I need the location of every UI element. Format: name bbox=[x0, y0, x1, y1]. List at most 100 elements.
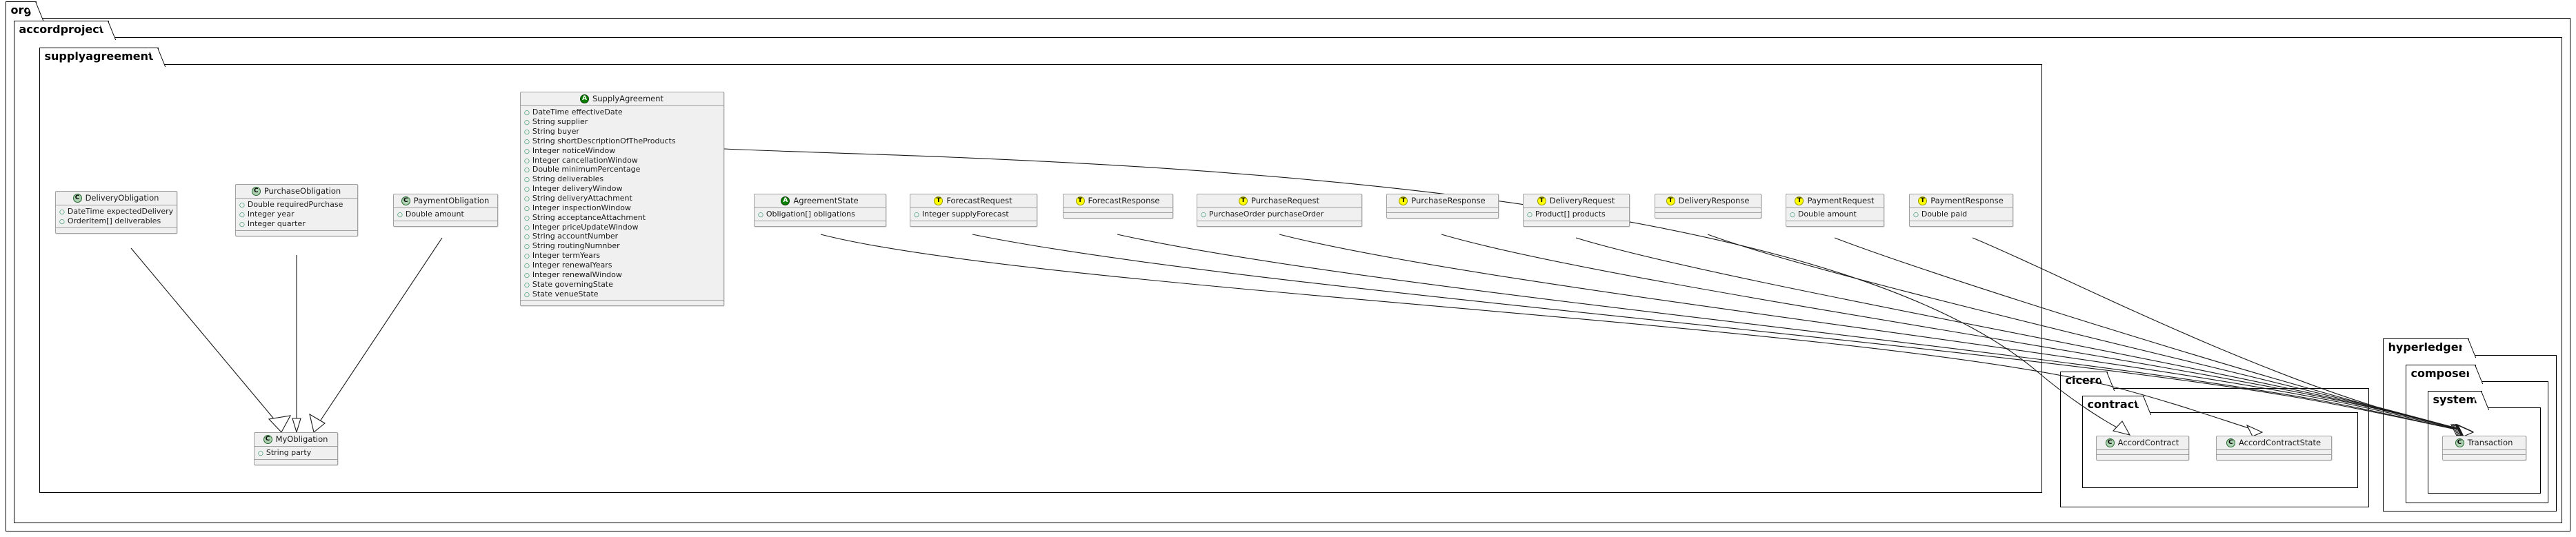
attribute-visibility-icon: ○ bbox=[524, 262, 530, 270]
attribute-row: ○Integer deliveryWindow bbox=[524, 184, 719, 194]
attribute-row: ○Double paid bbox=[1913, 210, 2008, 219]
package-label-composer: composer bbox=[2405, 365, 2477, 382]
attribute-row: ○String accountNumber bbox=[524, 232, 719, 241]
attribute-row: ○String acceptanceAttachment bbox=[524, 213, 719, 223]
concept-icon: C bbox=[2105, 438, 2115, 448]
attribute-row: ○Integer quarter bbox=[239, 219, 353, 229]
attribute-visibility-icon: ○ bbox=[524, 138, 530, 145]
attribute-label: Obligation[] obligations bbox=[766, 210, 855, 219]
attribute-label: PurchaseOrder purchaseOrder bbox=[1208, 210, 1324, 219]
class-name-ForecastRequest: ForecastRequest bbox=[946, 196, 1012, 205]
class-name-PaymentRequest: PaymentRequest bbox=[1807, 196, 1875, 205]
attribute-visibility-icon: ○ bbox=[397, 212, 403, 219]
concept-icon: C bbox=[251, 187, 261, 196]
attribute-label: Double requiredPurchase bbox=[247, 200, 343, 210]
attribute-visibility-icon: ○ bbox=[239, 221, 245, 228]
attribute-label: Integer inspectionWindow bbox=[532, 203, 631, 212]
attribute-row: ○Integer inspectionWindow bbox=[524, 203, 719, 213]
attribute-visibility-icon: ○ bbox=[524, 186, 530, 194]
attribute-row: ○String deliverables bbox=[524, 174, 719, 184]
class-name-DeliveryObligation: DeliveryObligation bbox=[85, 193, 159, 203]
attribute-label: Integer year bbox=[247, 210, 294, 219]
attribute-label: DateTime expectedDelivery bbox=[67, 207, 174, 216]
class-name-ForecastResponse: ForecastResponse bbox=[1088, 196, 1160, 205]
attribute-visibility-icon: ○ bbox=[524, 205, 530, 212]
attribute-label: Integer cancellationWindow bbox=[532, 155, 638, 165]
attribute-label: State governingState bbox=[532, 279, 613, 289]
transaction-icon: T bbox=[1918, 196, 1928, 206]
transaction-icon: T bbox=[1399, 196, 1408, 206]
concept-icon: C bbox=[2226, 438, 2235, 448]
class-attributes-AgreementState: ○Obligation[] obligations bbox=[755, 208, 886, 222]
attribute-label: Double amount bbox=[1797, 210, 1857, 219]
attribute-label: String routingNumnber bbox=[532, 241, 620, 251]
attribute-label: String supplier bbox=[532, 117, 588, 127]
class-attributes-DeliveryResponse bbox=[1655, 208, 1761, 214]
transaction-icon: T bbox=[934, 196, 943, 206]
class-methods-PurchaseRequest bbox=[1197, 221, 1361, 226]
attribute-row: ○PurchaseOrder purchaseOrder bbox=[1201, 210, 1357, 219]
package-label-cicero: cicero bbox=[2059, 372, 2108, 389]
attribute-visibility-icon: ○ bbox=[1790, 212, 1795, 219]
attribute-label: String buyer bbox=[532, 126, 579, 136]
attribute-visibility-icon: ○ bbox=[524, 272, 530, 279]
class-attributes-PurchaseRequest: ○PurchaseOrder purchaseOrder bbox=[1197, 208, 1361, 222]
class-methods-AgreementState bbox=[755, 221, 886, 226]
attribute-row: ○DateTime expectedDelivery bbox=[59, 207, 174, 216]
attribute-visibility-icon: ○ bbox=[59, 219, 65, 226]
package-label-supplyagreement: supplyagreement bbox=[39, 48, 159, 65]
package-label-hyperledger: hyperledger bbox=[2382, 338, 2469, 356]
class-methods-MyObligation bbox=[254, 460, 337, 465]
class-attributes-AccordContract bbox=[2097, 450, 2188, 456]
attribute-label: String acceptanceAttachment bbox=[532, 212, 646, 222]
class-attributes-PaymentRequest: ○Double amount bbox=[1786, 208, 1884, 222]
class-name-PaymentResponse: PaymentResponse bbox=[1930, 196, 2004, 205]
attribute-visibility-icon: ○ bbox=[524, 195, 530, 203]
concept-icon: C bbox=[72, 194, 82, 203]
attribute-row: ○String shortDescriptionOfTheProducts bbox=[524, 136, 719, 146]
class-methods-PaymentRequest bbox=[1786, 221, 1884, 226]
class-attributes-DeliveryRequest: ○Product[] products bbox=[1524, 208, 1629, 222]
attribute-visibility-icon: ○ bbox=[524, 224, 530, 232]
attribute-visibility-icon: ○ bbox=[758, 212, 763, 219]
package-org: org bbox=[5, 1, 2570, 531]
attribute-label: Integer noticeWindow bbox=[532, 145, 616, 155]
class-methods-AccordContractState bbox=[2217, 455, 2331, 460]
class-name-PurchaseResponse: PurchaseResponse bbox=[1411, 196, 1486, 205]
attribute-row: ○Double requiredPurchase bbox=[239, 200, 353, 210]
attribute-visibility-icon: ○ bbox=[1913, 212, 1919, 219]
attribute-row: ○OrderItem[] deliverables bbox=[59, 216, 172, 226]
attribute-label: Double minimumPercentage bbox=[532, 165, 641, 174]
class-attributes-PaymentResponse: ○Double paid bbox=[1910, 208, 2013, 222]
attribute-row: ○Product[] products bbox=[1527, 210, 1625, 219]
class-methods-DeliveryResponse bbox=[1655, 213, 1761, 218]
attribute-label: Integer renewalWindow bbox=[532, 270, 622, 279]
